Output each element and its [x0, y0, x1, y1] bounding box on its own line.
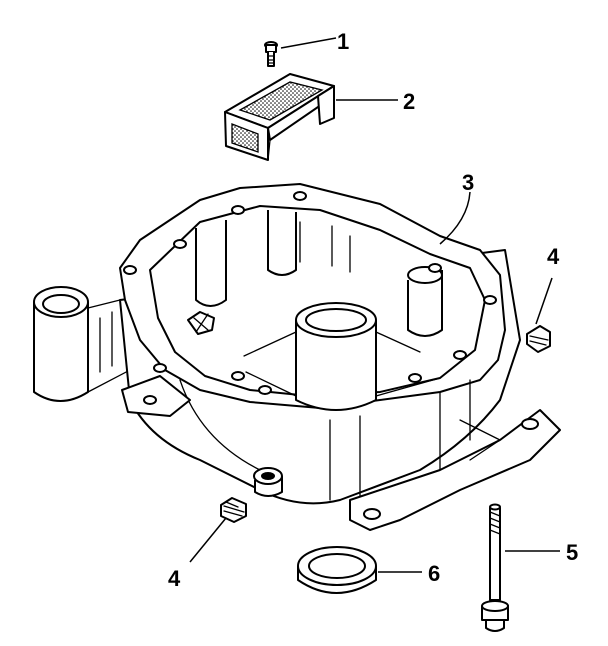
- part-2-screen-bracket: [224, 73, 335, 161]
- part-5-bolt: [481, 503, 509, 632]
- part-3-housing: [33, 183, 561, 531]
- part-4-plug-left: [220, 497, 247, 523]
- callout-6: 6: [428, 561, 440, 586]
- leader-line-4-right: [535, 277, 553, 325]
- part-1-screw: [264, 41, 278, 67]
- leader-line-4-left: [189, 517, 227, 563]
- leader-line-3: [439, 191, 471, 245]
- callout-3: 3: [462, 170, 474, 195]
- callout-4-right: 4: [547, 244, 560, 269]
- part-4-plug-right: [526, 325, 551, 353]
- callout-5: 5: [566, 540, 578, 565]
- leader-line-1: [280, 37, 337, 49]
- callout-1: 1: [337, 29, 349, 54]
- callout-4-left: 4: [168, 566, 181, 591]
- part-6-seal-ring: [297, 546, 377, 594]
- callout-2: 2: [403, 89, 415, 114]
